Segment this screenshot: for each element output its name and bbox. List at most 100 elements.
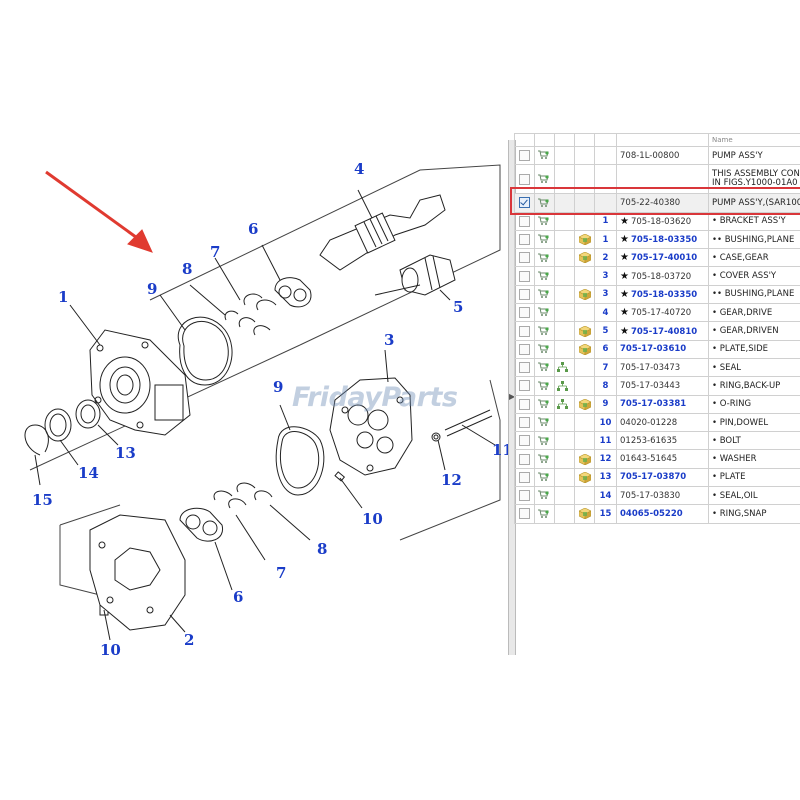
row-checkbox-cell[interactable] [514,266,535,286]
part-number[interactable]: 04065-05220 [620,508,683,519]
cart-icon[interactable] [538,509,549,519]
row-checkbox-cell[interactable] [514,376,535,396]
row-checkbox[interactable] [519,215,530,227]
hierarchy-icon[interactable] [557,398,568,409]
row-checkbox[interactable] [519,435,530,447]
cart-cell[interactable] [534,431,555,451]
row-checkbox-cell[interactable] [514,357,535,378]
row-checkbox[interactable] [519,398,530,410]
cart-icon[interactable] [538,198,549,208]
table-row[interactable]: 4★705-17-40720• GEAR,DRIVE [514,303,800,323]
callout-8[interactable]: 8 [317,540,328,558]
hierarchy-icon[interactable] [557,380,568,391]
row-checkbox[interactable] [519,252,530,264]
cart-cell[interactable] [534,248,555,268]
callout-13[interactable]: 13 [115,444,136,462]
callout-10[interactable]: 10 [362,510,383,528]
part-number[interactable]: 705-17-03381 [620,399,687,410]
table-row[interactable]: 5★705-17-40810• GEAR,DRIVEN [514,321,800,341]
table-row[interactable]: 3★705-18-03720• COVER ASS'Y [514,266,800,286]
cart-cell[interactable] [534,193,555,213]
row-checkbox[interactable] [519,471,530,483]
part-number[interactable]: 705-17-40010 [630,253,698,264]
cart-icon[interactable] [538,326,549,336]
part-number-cell[interactable]: 04065-05220 [616,504,709,524]
callout-9[interactable]: 9 [273,378,284,396]
cart-cell[interactable] [534,303,555,323]
cart-cell[interactable] [534,412,555,433]
cart-icon[interactable] [538,307,549,317]
part-number-cell[interactable]: 705-17-03610 [616,339,709,359]
row-checkbox-cell[interactable] [514,467,535,488]
row-checkbox-cell[interactable] [514,504,535,524]
callout-6[interactable]: 6 [248,220,259,238]
cart-cell[interactable] [534,229,555,250]
3d-box-icon[interactable] [579,453,591,465]
cart-icon[interactable] [538,271,549,281]
part-number-cell[interactable]: ★705-17-40010 [616,248,709,268]
3d-box-icon[interactable] [579,325,591,337]
row-checkbox[interactable] [519,453,530,465]
row-checkbox[interactable] [519,343,530,355]
cart-icon[interactable] [538,174,549,184]
callout-7[interactable]: 7 [276,564,287,582]
cart-icon[interactable] [538,150,549,160]
row-checkbox[interactable] [519,325,530,337]
callout-5[interactable]: 5 [453,298,464,316]
cart-cell[interactable] [534,145,555,166]
part-number-cell[interactable]: 705-17-03381 [616,394,709,414]
callout-8[interactable]: 8 [182,260,193,278]
part-number[interactable]: 705-17-03610 [620,344,687,355]
row-checkbox[interactable] [519,150,530,162]
row-checkbox[interactable] [519,362,530,374]
cart-cell[interactable] [534,211,555,231]
cart-cell[interactable] [534,339,555,359]
row-checkbox[interactable] [519,270,530,282]
row-checkbox-cell[interactable] [514,339,535,359]
callout-11[interactable]: 11 [492,441,513,459]
3d-box-icon[interactable] [579,288,591,300]
cart-icon[interactable] [538,472,549,482]
cart-cell[interactable] [534,284,555,305]
3d-box-icon[interactable] [579,508,591,520]
cart-icon[interactable] [538,454,549,464]
row-checkbox-cell[interactable] [514,193,535,213]
part-number[interactable]: 705-18-03350 [630,235,698,246]
callout-10[interactable]: 10 [100,641,121,659]
collapse-arrow-icon[interactable]: ▶ [509,392,516,401]
cart-cell[interactable] [534,394,555,414]
cart-icon[interactable] [538,381,549,391]
callout-3[interactable]: 3 [384,331,395,349]
row-checkbox[interactable] [519,173,530,185]
3d-box-icon[interactable] [579,398,591,410]
3d-box-icon[interactable] [579,343,591,355]
cart-cell[interactable] [534,376,555,396]
cart-cell[interactable] [534,449,555,469]
part-number[interactable]: 705-17-03870 [620,472,687,483]
row-checkbox-cell[interactable] [514,449,535,469]
callout-14[interactable]: 14 [78,464,99,482]
table-row[interactable]: 1★705-18-03350•• BUSHING,PLANE [514,229,800,250]
cart-icon[interactable] [538,253,549,263]
callout-4[interactable]: 4 [354,160,365,178]
part-number-cell[interactable]: ★705-17-40810 [616,321,709,341]
cart-cell[interactable] [534,266,555,286]
callout-7[interactable]: 7 [210,243,221,261]
row-checkbox[interactable] [519,508,530,520]
cart-cell[interactable] [534,504,555,524]
table-row[interactable]: 3★705-18-03350•• BUSHING,PLANE [514,284,800,305]
row-checkbox-cell[interactable] [514,248,535,268]
callout-12[interactable]: 12 [441,471,462,489]
row-checkbox[interactable] [519,417,530,428]
row-checkbox-cell[interactable] [514,431,535,451]
